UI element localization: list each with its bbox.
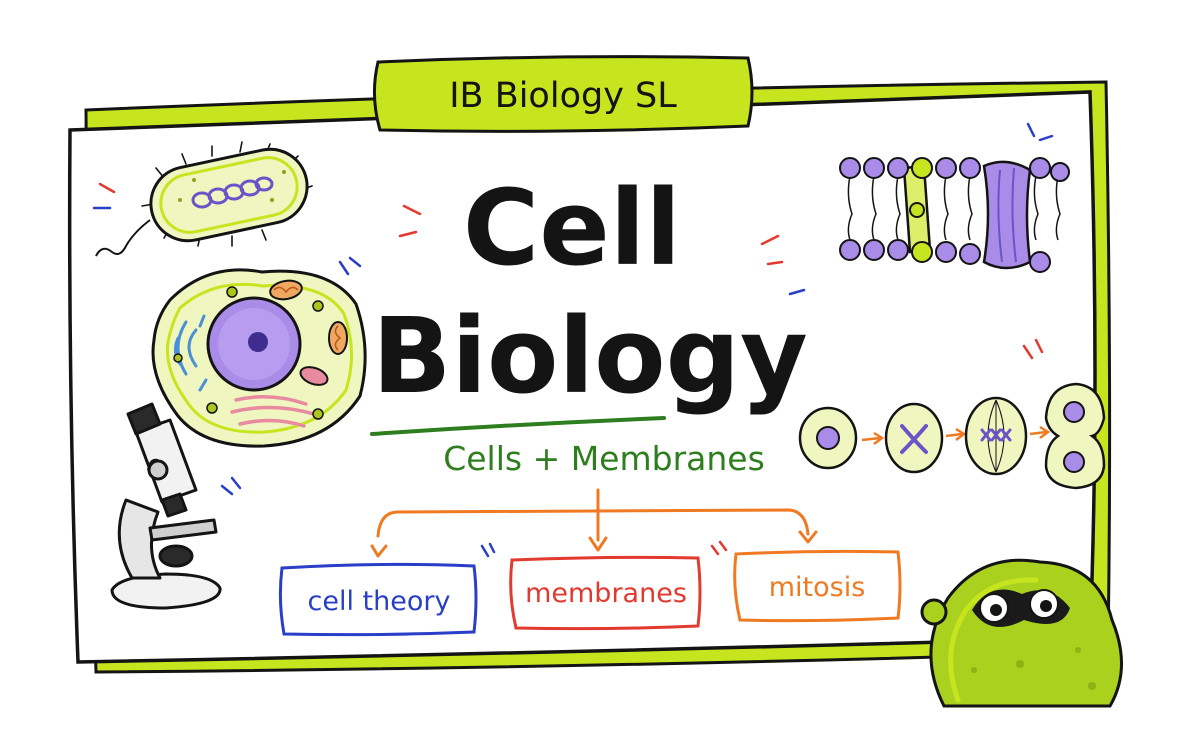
topic-arrows bbox=[370, 488, 818, 558]
microscope-icon bbox=[110, 402, 222, 610]
title-line-1: Cell bbox=[463, 167, 681, 289]
topic-mitosis-label: mitosis bbox=[769, 572, 866, 603]
title-card bbox=[67, 80, 1112, 674]
topic-cell-theory-label: cell theory bbox=[308, 586, 451, 617]
phospholipid-bilayer-icon bbox=[839, 157, 1070, 273]
topic-membranes: membranes bbox=[509, 555, 702, 631]
topic-membranes-label: membranes bbox=[525, 578, 687, 609]
blob-mascot-icon bbox=[920, 558, 1123, 708]
animal-cell-icon bbox=[151, 268, 367, 448]
title-line-2: Biology bbox=[372, 295, 808, 417]
mitosis-stages-icon bbox=[798, 382, 1106, 490]
topic-cell-theory: cell theory bbox=[278, 562, 478, 637]
course-badge-label: IB Biology SL bbox=[449, 76, 677, 116]
subtitle: Cells + Membranes bbox=[443, 439, 765, 478]
course-badge: IB Biology SL bbox=[372, 55, 754, 133]
accent-dashes bbox=[92, 122, 1054, 558]
bacterium-icon bbox=[95, 141, 313, 257]
title-divider bbox=[370, 416, 666, 436]
topic-mitosis: mitosis bbox=[733, 549, 902, 623]
